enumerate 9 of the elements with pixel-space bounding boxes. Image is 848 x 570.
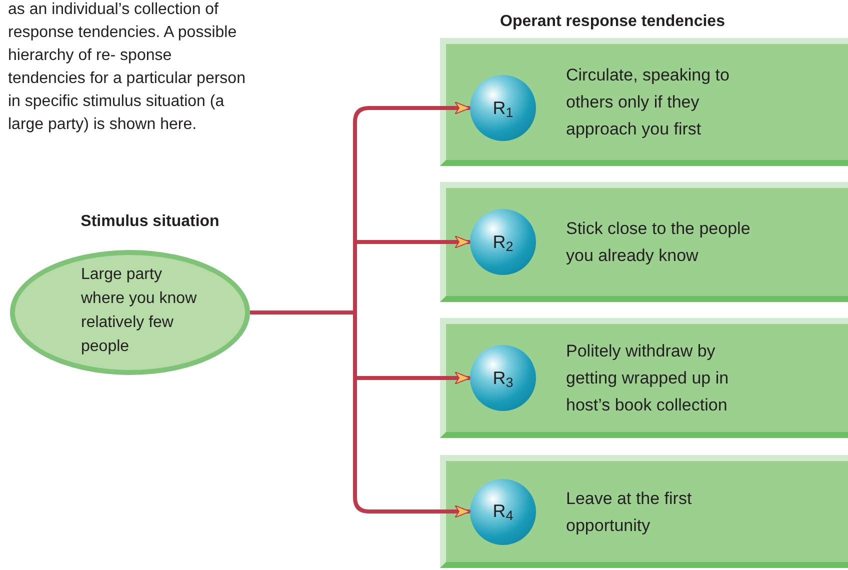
response-box: R$_{1}$ Circulate, speaking to others only if they approach you first <box>440 38 848 166</box>
node-heading: Stimulus situation <box>80 212 220 232</box>
response-box: R$_{3}$ Politely withdraw by getting wrapped up in host’s book collection <box>440 318 848 438</box>
response-box: R$_{4}$ Leave at the first opportunity <box>440 455 848 568</box>
response-box: R$_{2}$ Stick close to the people you already know <box>440 182 848 302</box>
column-heading: Operant response tendencies <box>500 12 726 32</box>
stimulus-ellipse: Large party where you know relatively few people <box>10 250 250 375</box>
intro-paragraph: as an individual’s collection of response tendencies. A possible hierarchy of re- sponse tendencies for a particular person in specific stimulus situation (a large party) is shown here. <box>8 0 246 135</box>
connector-arrow <box>250 310 470 518</box>
